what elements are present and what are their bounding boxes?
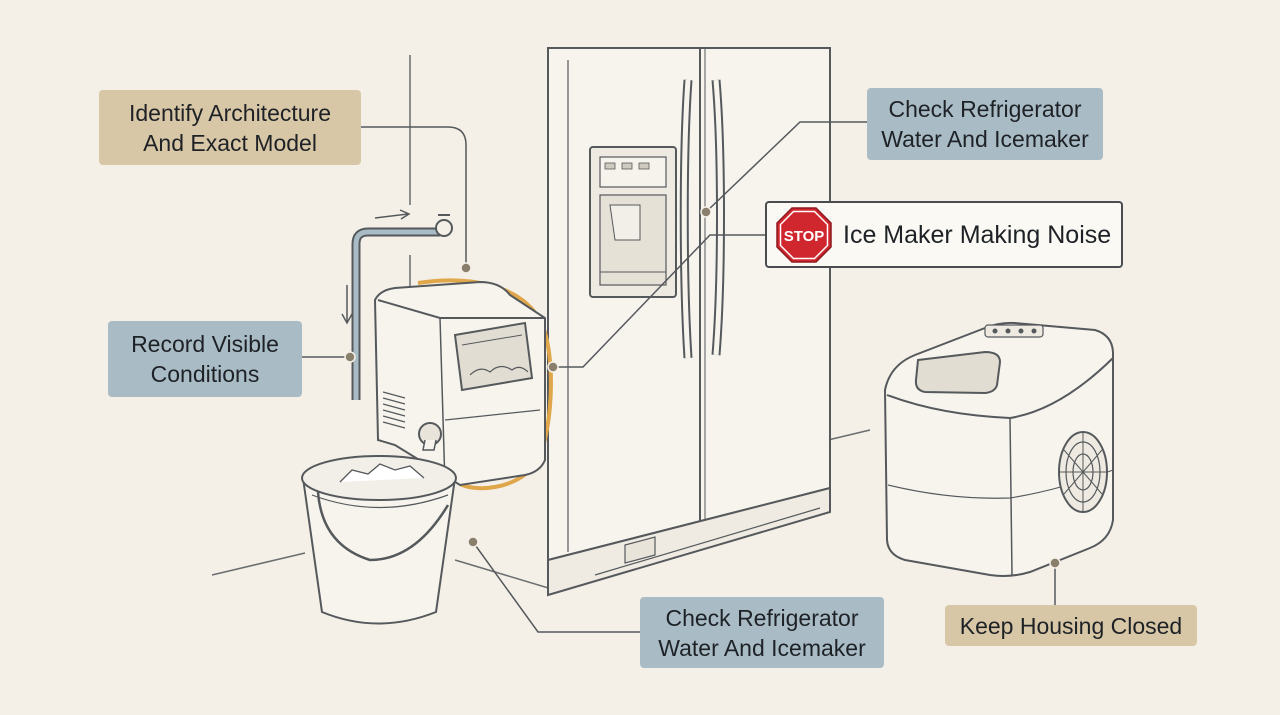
check-refrigerator-label-top: Check Refrigerator Water And Icemaker: [867, 88, 1103, 160]
identify-architecture-label: Identify Architecture And Exact Model: [99, 90, 361, 165]
record-visible-conditions-label: Record Visible Conditions: [108, 321, 302, 397]
check-refrigerator-label-bottom: Check Refrigerator Water And Icemaker: [640, 597, 884, 668]
identify-line-1: Identify Architecture: [129, 99, 331, 126]
keep-housing-closed-label: Keep Housing Closed: [945, 605, 1197, 646]
portable-ice-maker-right: [883, 321, 1114, 577]
leader-dots: [344, 206, 1061, 569]
check-top-line-2: Water And Icemaker: [881, 126, 1089, 152]
identify-line-2: And Exact Model: [143, 129, 317, 156]
keep-housing-text: Keep Housing Closed: [959, 612, 1183, 639]
ice-bucket: [301, 455, 457, 625]
stop-sign-icon: STOP: [776, 206, 832, 263]
check-bottom-line-2: Water And Icemaker: [658, 634, 866, 661]
record-line-1: Record Visible: [131, 331, 279, 357]
leader-lines: [302, 121, 1056, 633]
water-pipe: [351, 214, 453, 400]
check-top-line-1: Check Refrigerator: [888, 96, 1082, 122]
check-bottom-line-1: Check Refrigerator: [665, 604, 859, 631]
refrigerator: [547, 47, 831, 597]
stop-sign-text: STOP: [784, 228, 825, 245]
portable-ice-maker-left: [373, 280, 546, 487]
floor-lines: [211, 429, 871, 591]
ice-maker-noise-callout: STOP Ice Maker Making Noise: [765, 201, 1123, 268]
flow-arrows: [341, 209, 411, 325]
noise-callout-text: Ice Maker Making Noise: [843, 220, 1112, 249]
record-line-2: Conditions: [150, 361, 260, 387]
